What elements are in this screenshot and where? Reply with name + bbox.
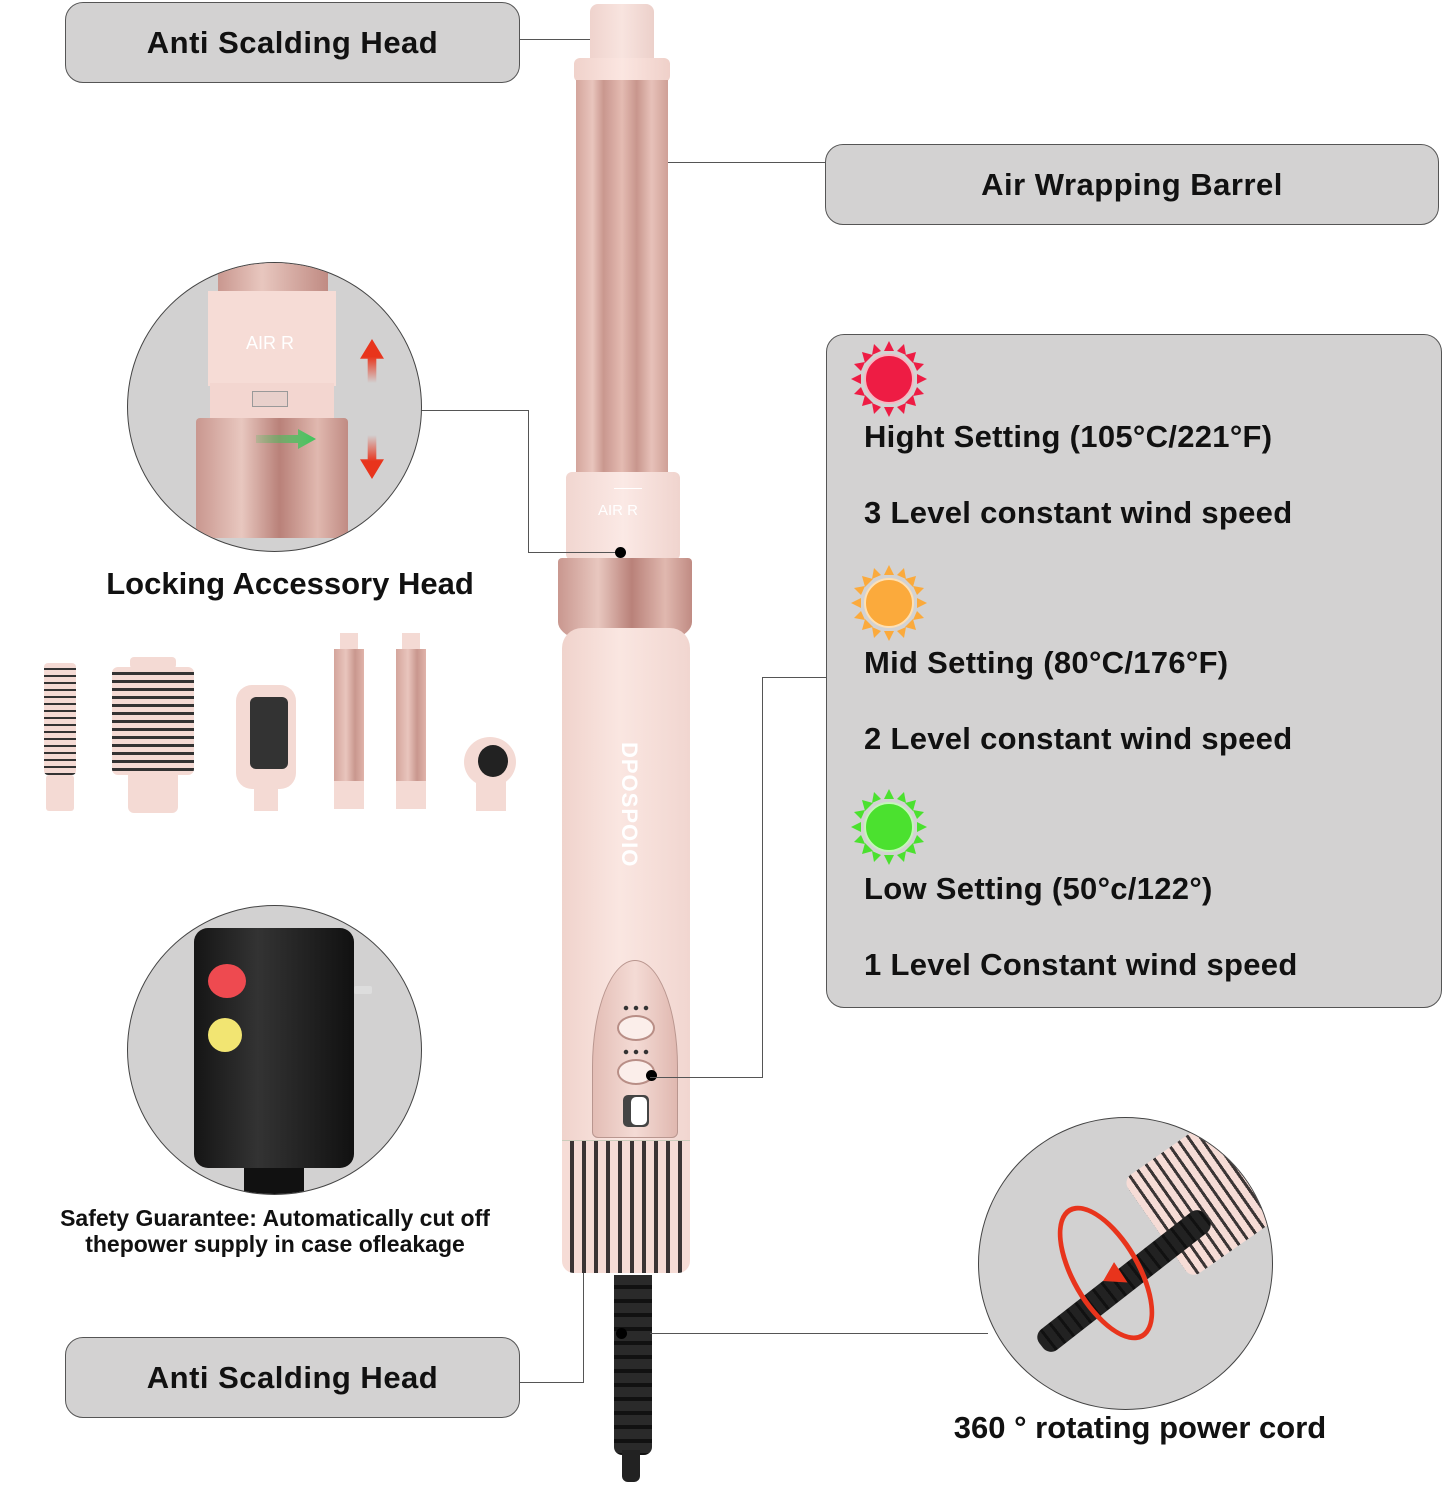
curling-barrel-1	[332, 633, 366, 811]
air-direction-arrow-icon	[614, 488, 642, 489]
accessories-row	[20, 625, 530, 820]
callout-dot	[646, 1070, 657, 1081]
heat-button[interactable]	[617, 1015, 655, 1041]
small-round-brush	[38, 663, 82, 813]
leader-line	[520, 1382, 583, 1383]
large-round-brush	[112, 657, 194, 815]
reset-button-red	[208, 964, 246, 998]
callout-anti-scalding-head-top: Anti Scalding Head	[65, 2, 520, 83]
safety-plug-inset	[127, 905, 422, 1195]
anti-scalding-tip	[590, 4, 654, 62]
paddle-brush	[236, 685, 298, 815]
leader-line	[583, 1194, 584, 1383]
safety-guarantee-caption: Safety Guarantee: Automatically cut off …	[0, 1205, 550, 1257]
arrow-down-icon	[360, 435, 384, 479]
air-intake-grille	[562, 1140, 690, 1273]
heat-settings-panel: Hight Setting (105°C/221°F) 3 Level cons…	[826, 334, 1442, 1008]
low-wind-speed-label: 1 Level Constant wind speed	[864, 947, 1298, 982]
rotating-cord-inset	[978, 1117, 1273, 1410]
leader-line	[650, 1333, 988, 1334]
leader-line	[520, 39, 620, 40]
ring-label: AIR R	[598, 502, 639, 519]
tip-collar	[574, 58, 670, 82]
leader-line	[762, 677, 826, 678]
concentrator-nozzle	[464, 737, 520, 813]
callout-dot	[615, 547, 626, 558]
brand-logo: DPOSPOIO	[617, 742, 642, 868]
plug-cable	[244, 1168, 304, 1194]
sun-icon-red	[851, 341, 927, 417]
ring-segment: AIR R	[208, 291, 336, 386]
test-button-yellow	[208, 1018, 242, 1052]
barrel-segment	[218, 263, 328, 293]
hair-styler-device: AIR R DPOSPOIO	[550, 0, 720, 1488]
high-wind-speed-label: 3 Level constant wind speed	[864, 495, 1293, 530]
sun-icon-orange	[851, 565, 927, 641]
connector-ring: AIR R	[566, 472, 680, 560]
callout-label: Anti Scalding Head	[146, 24, 439, 60]
callout-label: Air Wrapping Barrel	[981, 166, 1283, 202]
leader-line	[650, 1077, 762, 1078]
safety-line-1: Safety Guarantee: Automatically cut off	[60, 1205, 490, 1231]
leader-line	[528, 552, 618, 553]
arrow-up-icon	[360, 339, 384, 383]
ring-label: AIR R	[246, 333, 295, 353]
curling-barrel-2	[394, 633, 428, 811]
locking-head-inset: AIR R	[127, 262, 422, 552]
leader-line	[625, 162, 825, 163]
callout-dot	[616, 1328, 627, 1339]
power-cord-tip	[622, 1450, 640, 1482]
control-panel	[592, 960, 678, 1138]
power-switch[interactable]	[623, 1095, 649, 1127]
lock-notch	[210, 383, 334, 419]
caption-rotating-power-cord: 360 ° rotating power cord	[953, 1410, 1327, 1445]
callout-label: Anti Scalding Head	[146, 1359, 439, 1395]
speed-indicator-leds	[621, 1049, 651, 1055]
sun-icon-green	[851, 789, 927, 865]
air-wrapping-barrel	[576, 80, 668, 475]
leader-line	[528, 410, 529, 552]
leader-line	[420, 410, 528, 411]
low-setting-label: Low Setting (50°c/122°)	[864, 871, 1213, 906]
caption-locking-accessory-head: Locking Accessory Head	[106, 566, 474, 601]
callout-air-wrapping-barrel: Air Wrapping Barrel	[825, 144, 1439, 225]
mid-setting-label: Mid Setting (80°C/176°F)	[864, 645, 1229, 680]
leader-line	[762, 677, 763, 1078]
plug-prong	[354, 986, 372, 994]
heat-indicator-leds	[621, 1005, 651, 1011]
safety-line-2: thepower supply in case ofleakage	[85, 1231, 465, 1257]
callout-anti-scalding-head-bottom: Anti Scalding Head	[65, 1337, 520, 1418]
power-cord	[614, 1275, 652, 1455]
high-setting-label: Hight Setting (105°C/221°F)	[864, 419, 1273, 454]
mid-wind-speed-label: 2 Level constant wind speed	[864, 721, 1293, 756]
